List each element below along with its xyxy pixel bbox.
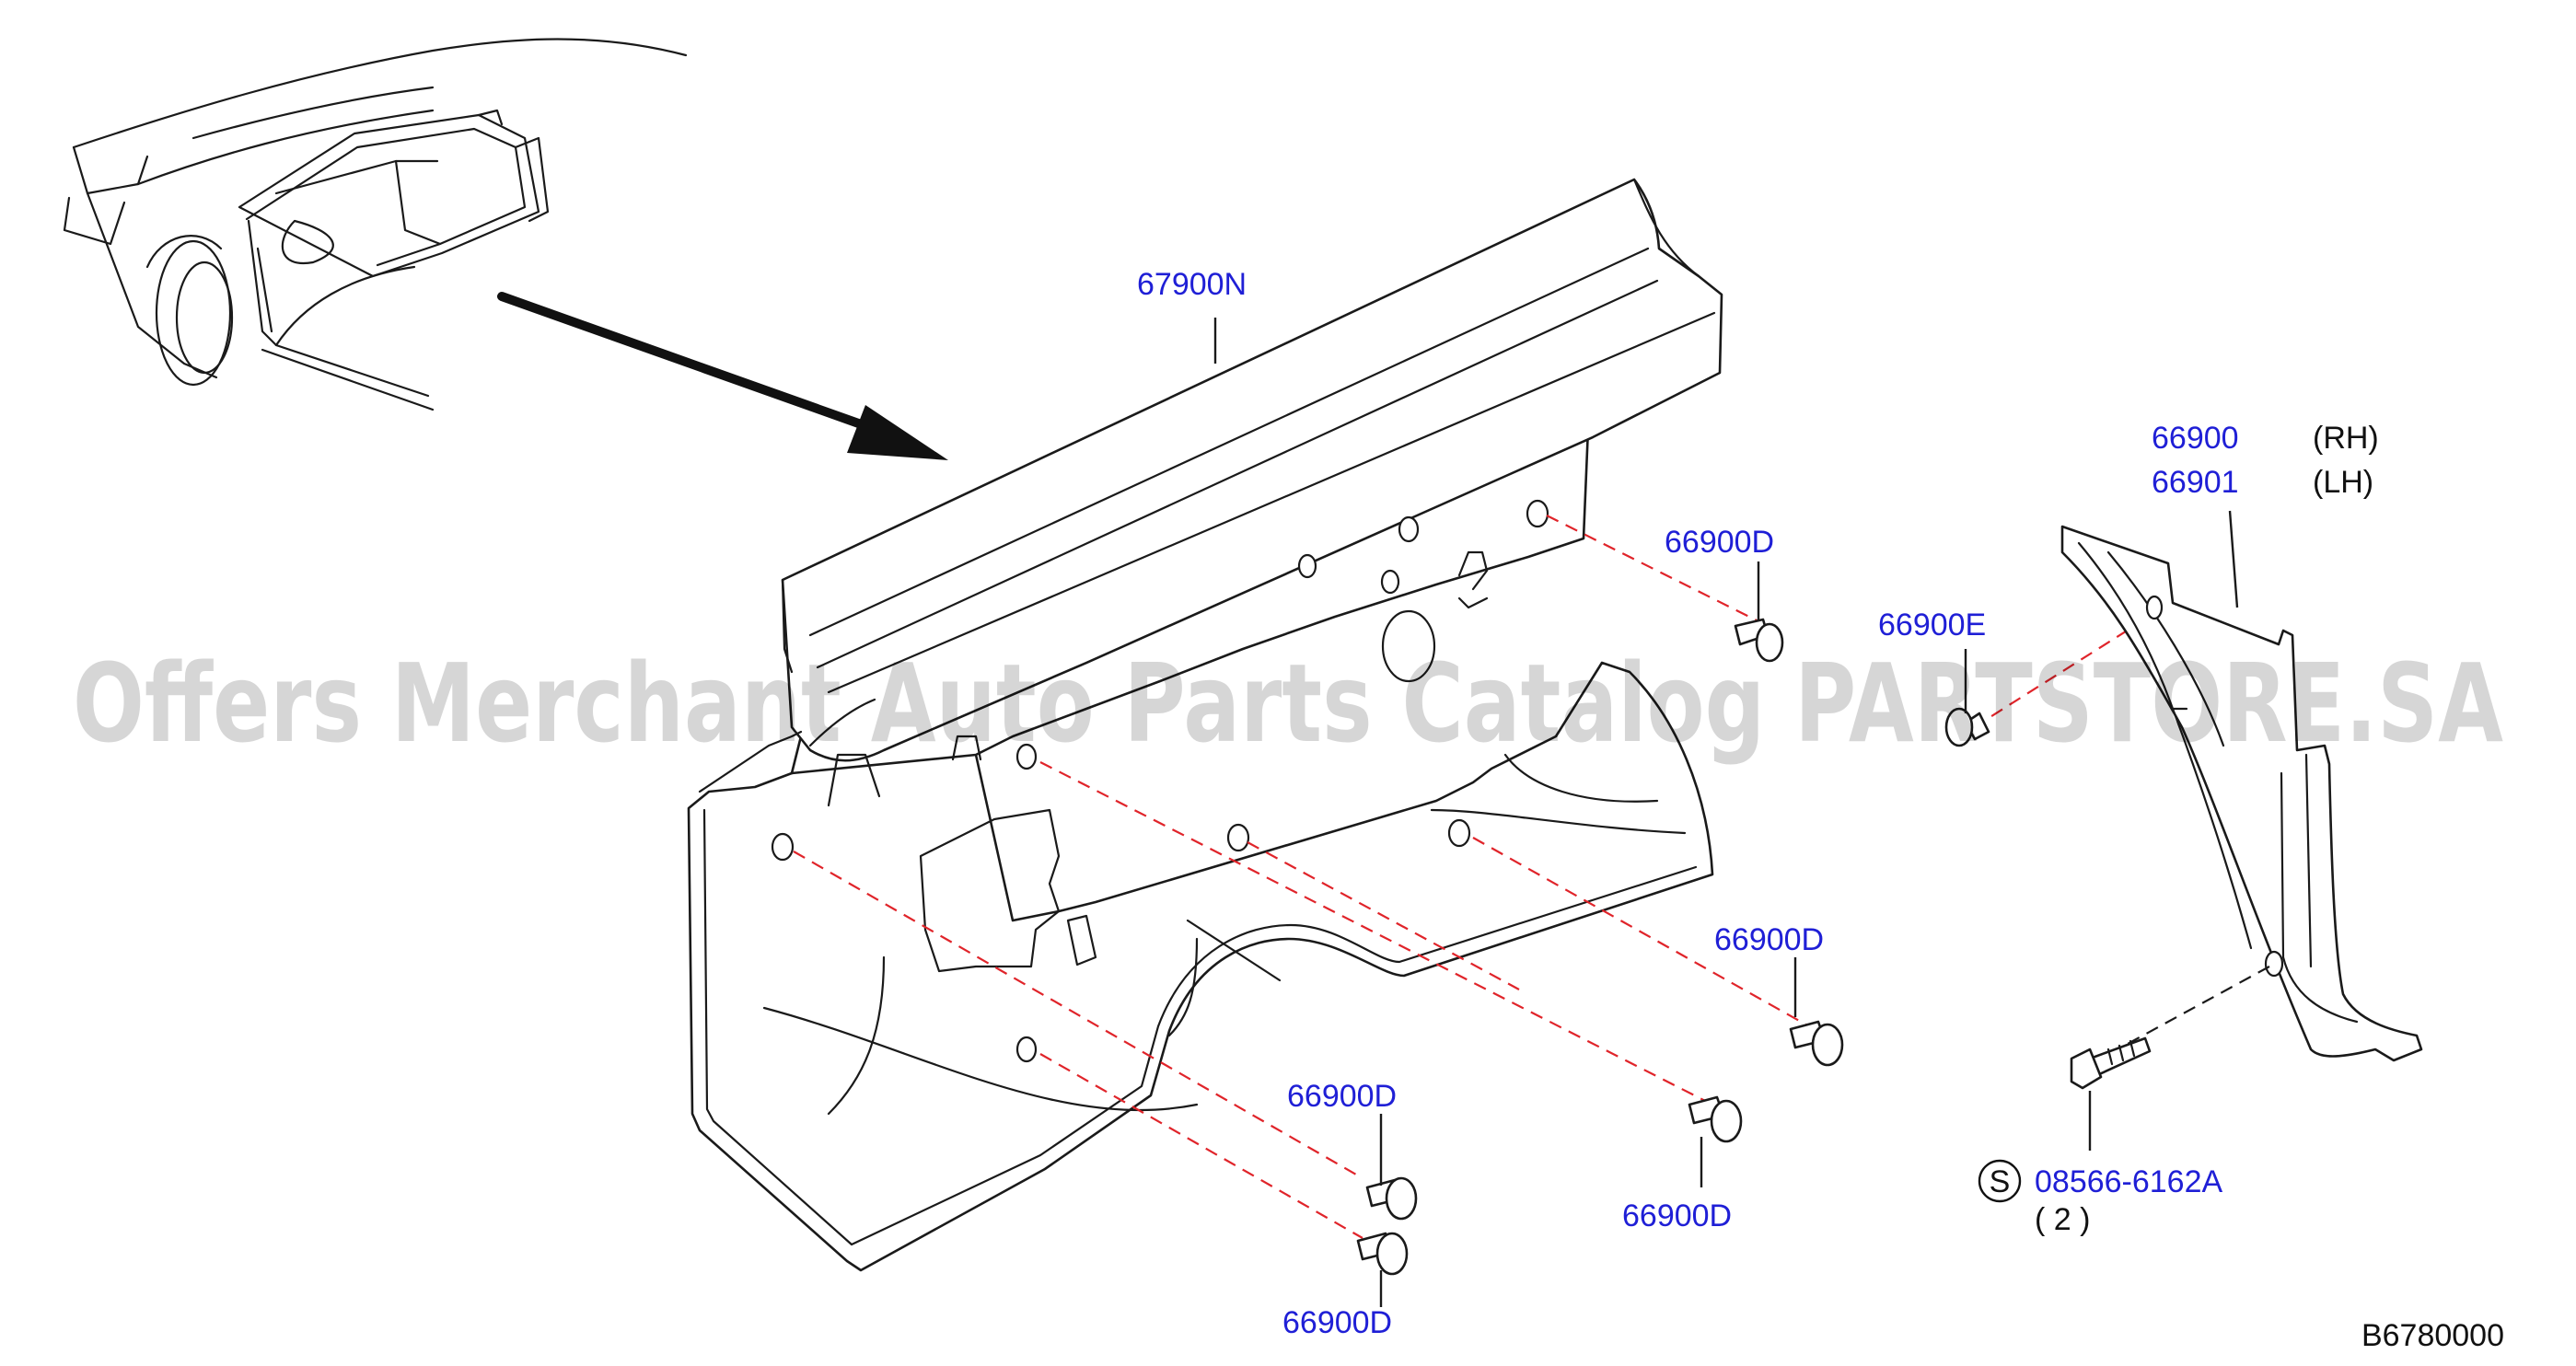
label-66901: 66901: [2152, 465, 2239, 500]
standard-part-symbol-letter: S: [1990, 1164, 2011, 1199]
screw-icon: [2070, 1036, 2152, 1090]
vehicle-overview-icon: [63, 38, 688, 411]
watermark-text: Offers Merchant Auto Parts Catalog PARTS…: [73, 640, 2503, 767]
label-66900D-top: 66900D: [1665, 525, 1774, 560]
label-66900E: 66900E: [1878, 608, 1986, 642]
screw-quantity: ( 2 ): [2035, 1202, 2090, 1237]
assembly-guides: [793, 515, 2164, 1239]
back-panel-finisher: [687, 178, 1723, 1272]
label-66900D-lower: 66900D: [1622, 1198, 1732, 1233]
diagram-code: B6780000: [2361, 1318, 2504, 1353]
clip-icon: [1944, 707, 1990, 747]
label-lh: (LH): [2313, 465, 2373, 500]
leader-lines: [1213, 318, 2239, 1307]
label-66900: 66900: [2152, 421, 2239, 456]
label-66900D-bottom: 66900D: [1282, 1305, 1392, 1340]
direction-arrow-icon: [497, 292, 948, 460]
clip-icon: [1789, 1020, 1844, 1067]
label-66900D-right: 66900D: [1714, 922, 1824, 957]
clip-icon: [1365, 1176, 1418, 1221]
label-rh: (RH): [2313, 421, 2379, 456]
label-08566-6162A: 08566-6162A: [2035, 1164, 2223, 1199]
clip-icon: [1734, 618, 1784, 663]
label-66900D-mid: 66900D: [1287, 1079, 1397, 1114]
screw-callout: S 08566-6162A ( 2 ): [1978, 1159, 2223, 1237]
pillar-trim-rh-lh: [2060, 525, 2423, 1062]
label-67900N: 67900N: [1137, 267, 1247, 302]
standard-part-symbol: [1978, 1159, 2022, 1203]
clip-icon: [1356, 1232, 1409, 1276]
clip-icon: [1688, 1095, 1743, 1143]
